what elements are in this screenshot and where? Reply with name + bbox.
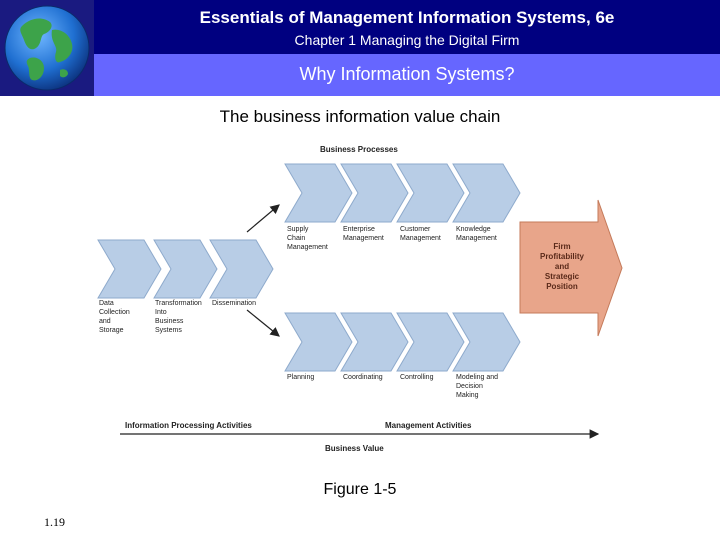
- bp-label-customer-2: Management: [400, 235, 441, 242]
- info-label-data-3: and: [99, 318, 111, 325]
- slide-header: Essentials of Management Information Sys…: [0, 0, 720, 96]
- chevron-transformation: [153, 239, 218, 299]
- business-processes-label: Business Processes: [320, 145, 398, 154]
- management-step-labels: Planning Coordinating Controlling Modeli…: [287, 374, 498, 399]
- chevron-planning: [284, 312, 353, 372]
- bp-label-enterprise-1: Enterprise: [343, 226, 375, 233]
- mg-label-controlling: Controlling: [400, 374, 434, 381]
- globe-logo: [0, 0, 94, 96]
- firm-line-4: Strategic: [545, 272, 580, 281]
- info-label-transform-3: Business: [155, 318, 184, 325]
- info-label-transform-2: Into: [155, 309, 167, 316]
- chevron-dissemination: [209, 239, 274, 299]
- header-bottom-band: [0, 54, 720, 96]
- info-label-data-2: Collection: [99, 309, 130, 316]
- management-chevrons: [284, 312, 521, 372]
- firm-line-2: Profitability: [540, 252, 585, 261]
- chevron-enterprise: [340, 163, 409, 223]
- info-processing-activities-label: Information Processing Activities: [125, 421, 252, 430]
- chapter-title: Chapter 1 Managing the Digital Firm: [294, 32, 520, 48]
- info-label-data-4: Storage: [99, 327, 124, 334]
- mg-label-modeling-3: Making: [456, 392, 479, 399]
- chevron-data-collection: [97, 239, 162, 299]
- bp-label-supply-1: Supply: [287, 226, 309, 233]
- slide-title: Essentials of Management Information Sys…: [199, 8, 615, 27]
- section-title: Why Information Systems?: [299, 64, 515, 84]
- info-step-labels: Data Collection and Storage Transformati…: [99, 300, 256, 334]
- business-process-labels: Supply Chain Management Enterprise Manag…: [287, 226, 497, 251]
- mg-label-planning: Planning: [287, 374, 314, 381]
- chevron-customer: [396, 163, 465, 223]
- bp-label-knowledge-1: Knowledge: [456, 226, 491, 233]
- chevron-coordinating: [340, 312, 409, 372]
- info-label-dissemination: Dissemination: [212, 300, 256, 307]
- bp-label-supply-3: Management: [287, 244, 328, 251]
- chevron-decision-making: [452, 312, 521, 372]
- mg-label-modeling-2: Decision: [456, 383, 483, 390]
- mg-label-modeling-1: Modeling and: [456, 374, 498, 381]
- bp-label-knowledge-2: Management: [456, 235, 497, 242]
- diagram-subtitle: The business information value chain: [219, 107, 501, 126]
- info-label-transform-4: Systems: [155, 327, 182, 334]
- firm-line-3: and: [555, 262, 569, 271]
- chevron-supply-chain: [284, 163, 353, 223]
- chevron-knowledge: [452, 163, 521, 223]
- firm-profitability-arrow: [519, 199, 623, 337]
- chevron-controlling: [396, 312, 465, 372]
- firm-line-1: Firm: [553, 242, 570, 251]
- header-top-band: [0, 0, 720, 54]
- globe-icon: [4, 5, 90, 91]
- bp-label-customer-1: Customer: [400, 226, 431, 233]
- page-number: 1.19: [44, 515, 65, 529]
- management-activities-label: Management Activities: [385, 421, 472, 430]
- bp-label-supply-2: Chain: [287, 235, 305, 242]
- info-label-data-1: Data: [99, 300, 114, 307]
- arrow-up-to-business-processes: [246, 204, 280, 233]
- figure-caption: Figure 1-5: [323, 481, 397, 498]
- business-value-label: Business Value: [325, 444, 384, 453]
- bp-label-enterprise-2: Management: [343, 235, 384, 242]
- business-process-chevrons: [284, 163, 521, 223]
- firm-profitability-text: Firm Profitability and Strategic Positio…: [540, 242, 585, 291]
- mg-label-coordinating: Coordinating: [343, 374, 383, 381]
- info-label-transform-1: Transformation: [155, 300, 202, 307]
- info-processing-chevrons: [97, 239, 274, 299]
- arrow-down-to-management: [246, 309, 280, 337]
- firm-line-5: Position: [546, 282, 578, 291]
